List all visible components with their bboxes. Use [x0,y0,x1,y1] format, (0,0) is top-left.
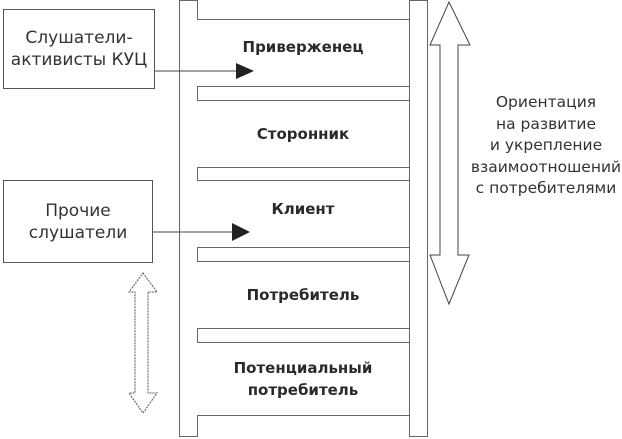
ladder-step-label: Потенциальный потребитель [233,359,373,399]
ladder-step-label: Потребитель [246,286,360,304]
ladder-step-label: Сторонник [256,125,350,143]
note-line: взаимоотношений [470,157,622,176]
ladder-step-consumer: Потребитель [197,261,409,329]
ladder-right-rail [409,0,428,437]
note-line: и укрепление [489,136,603,154]
note-line: Ориентация [495,93,597,111]
ladder-step-adherent: Приверженец [197,19,409,87]
note-line: с потребителями [475,179,617,197]
side-box-activists-label: Слушатели-активисты КУЦ [10,28,148,70]
double-arrow-right-icon [429,0,471,306]
orientation-note: Ориентация на развитие и укрепление взаи… [470,92,622,200]
ladder-step-label: Клиент [271,200,335,218]
ladder-step-label: Приверженец [242,38,364,56]
side-box-other-listeners-label: Прочие слушатели [28,200,128,243]
side-box-other-listeners: Прочие слушатели [3,180,153,263]
connector-arrow-activists [155,63,254,79]
double-arrow-left-icon [128,272,158,414]
side-box-activists: Слушатели-активисты КУЦ [3,9,155,89]
connector-arrow-other-listeners [153,223,250,241]
ladder-step-potential-consumer: Потенциальный потребитель [197,342,409,416]
note-line: на развитие [496,114,596,133]
ladder-step-supporter: Сторонник [197,100,409,168]
